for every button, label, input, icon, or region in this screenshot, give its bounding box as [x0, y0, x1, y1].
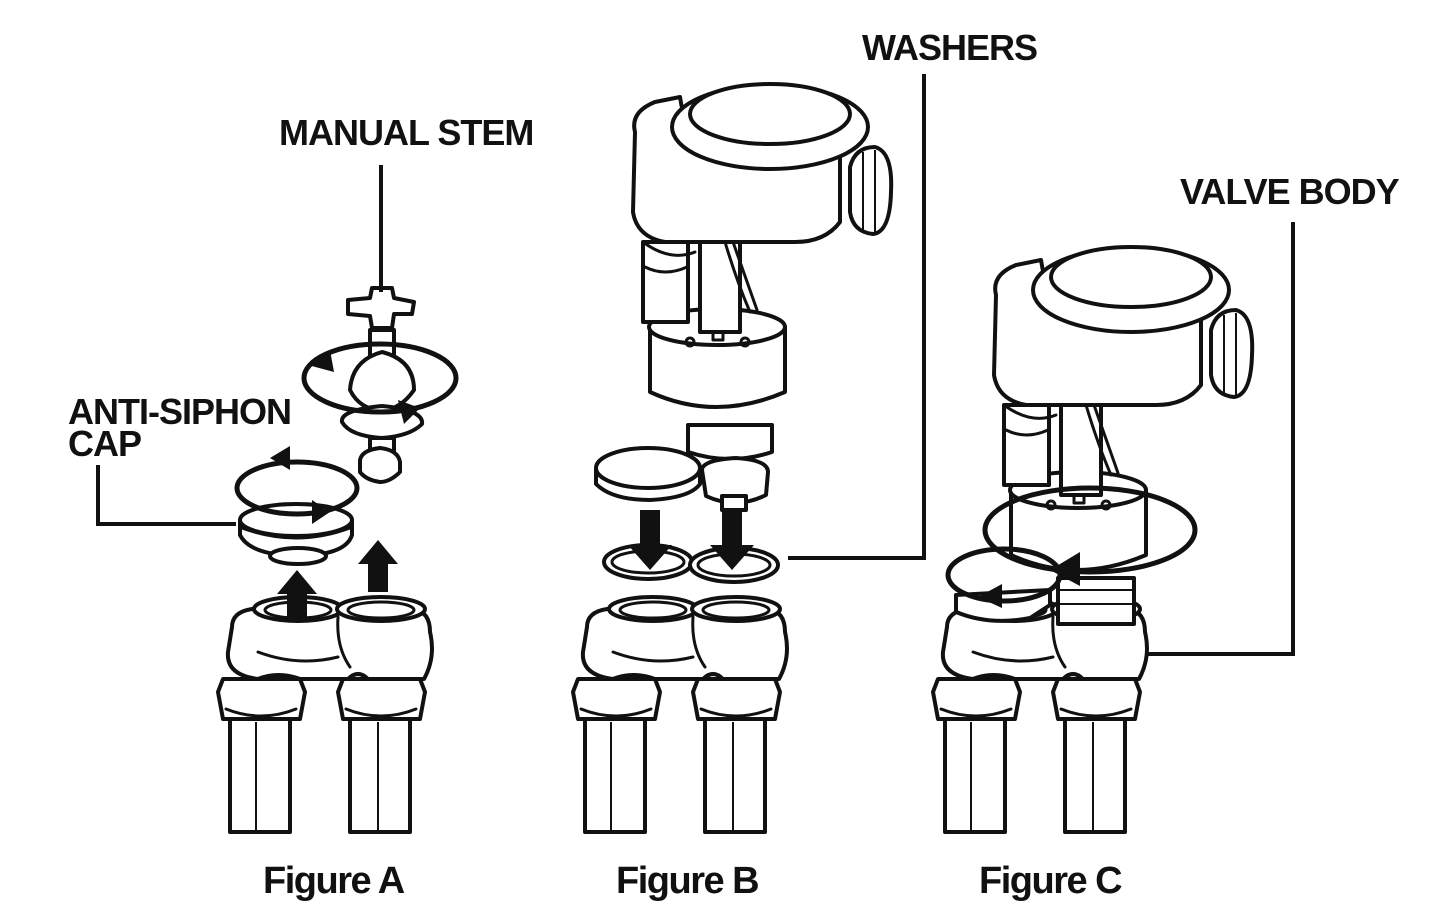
figure-b-solenoid-valve	[631, 82, 894, 409]
valve-body-label: VALVE BODY	[1180, 171, 1400, 212]
anti-siphon-cap-label-line2: CAP	[68, 423, 141, 464]
figure-a: MANUAL STEM ANTI-SIPHON CAP Figure A	[68, 112, 534, 902]
manual-stem	[301, 286, 459, 484]
figure-b: WASHERS Figure B	[571, 27, 1038, 902]
valve-body-leader	[1146, 222, 1295, 656]
manual-stem-label: MANUAL STEM	[279, 112, 533, 153]
figure-c-solenoid-valve	[992, 245, 1255, 572]
anti-siphon-cap-leader	[96, 465, 236, 526]
figure-c: VALVE BODY Figure C	[931, 171, 1401, 902]
anti-siphon-cap	[234, 446, 360, 566]
figure-c-rotation-cap	[945, 546, 1063, 608]
figure-b-caption: Figure B	[616, 860, 758, 902]
figure-c-rotation-valve	[982, 485, 1198, 586]
figure-c-manifold	[931, 595, 1149, 834]
figure-a-arrow-stem	[358, 540, 398, 592]
figure-a-manifold	[216, 595, 434, 834]
figure-b-manifold	[571, 595, 789, 834]
figure-b-cap	[594, 446, 702, 502]
figure-c-caption: Figure C	[979, 860, 1122, 902]
anti-siphon-cap-label: ANTI-SIPHON	[68, 391, 291, 432]
washers-label: WASHERS	[862, 27, 1037, 68]
figure-b-union-fitting	[686, 423, 774, 512]
figure-a-caption: Figure A	[263, 860, 405, 902]
washers-leader	[788, 74, 926, 560]
